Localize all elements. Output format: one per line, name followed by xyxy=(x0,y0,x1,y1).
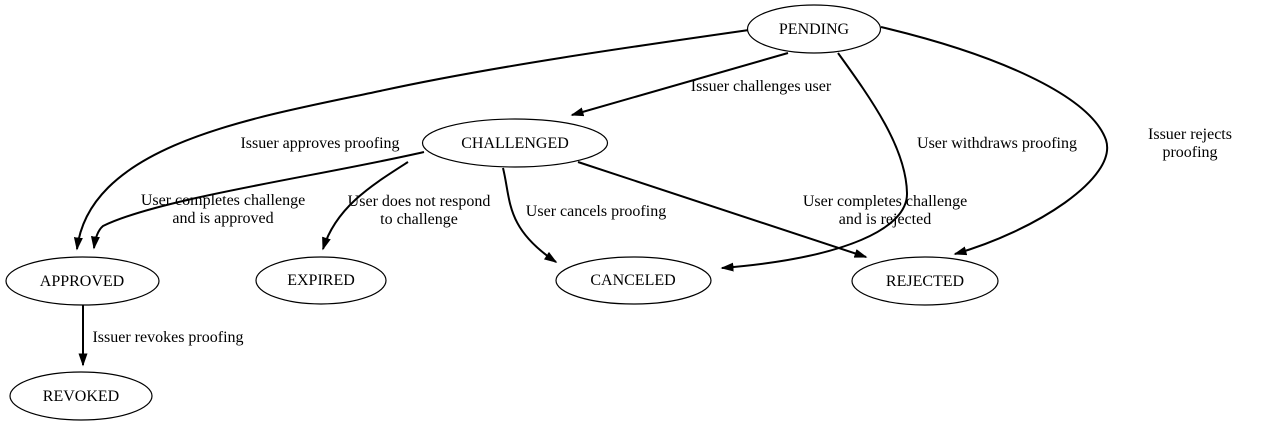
transition-label-user-completes-challenge-approved: User completes challenge and is approved xyxy=(140,192,306,227)
state-label-revoked: REVOKED xyxy=(42,388,120,405)
edge-challenged-rejected xyxy=(577,161,868,258)
state-label-approved: APPROVED xyxy=(39,273,125,290)
state-label-rejected: REJECTED xyxy=(885,273,965,290)
state-node-challenged xyxy=(421,118,609,168)
transition-label-user-does-not-respond: User does not respond to challenge xyxy=(347,193,491,228)
state-label-canceled: CANCELED xyxy=(590,272,676,289)
state-node-canceled xyxy=(555,256,712,305)
transition-label-user-cancels-proofing: User cancels proofing xyxy=(525,203,667,221)
edge-pending-challenged xyxy=(570,52,789,117)
transition-label-issuer-revokes-proofing: Issuer revokes proofing xyxy=(92,329,244,347)
transition-label-user-withdraws-proofing: User withdraws proofing xyxy=(917,135,1077,153)
state-node-pending xyxy=(746,4,882,54)
edge-pending-approved xyxy=(73,29,750,251)
state-node-approved xyxy=(5,256,160,306)
edge-challenged-expired xyxy=(322,161,409,251)
edge-pending-canceled xyxy=(720,52,909,272)
state-node-rejected xyxy=(851,256,999,306)
transition-label-issuer-challenges-user: Issuer challenges user xyxy=(690,78,832,96)
edge-challenged-canceled xyxy=(502,167,558,263)
state-label-pending: PENDING xyxy=(778,21,850,38)
state-label-expired: EXPIRED xyxy=(287,272,355,289)
transition-label-issuer-approves-proofing: Issuer approves proofing xyxy=(240,135,400,153)
transition-label-issuer-rejects-proofing: Issuer rejects proofing xyxy=(1148,126,1232,161)
edge-challenged-approved xyxy=(90,151,425,250)
state-node-expired xyxy=(255,256,387,305)
state-node-revoked xyxy=(9,371,153,421)
transition-label-user-completes-challenge-rejected: User completes challenge and is rejected xyxy=(802,193,968,228)
edge-pending-rejected xyxy=(880,26,1109,256)
state-label-challenged: CHALLENGED xyxy=(461,135,569,152)
